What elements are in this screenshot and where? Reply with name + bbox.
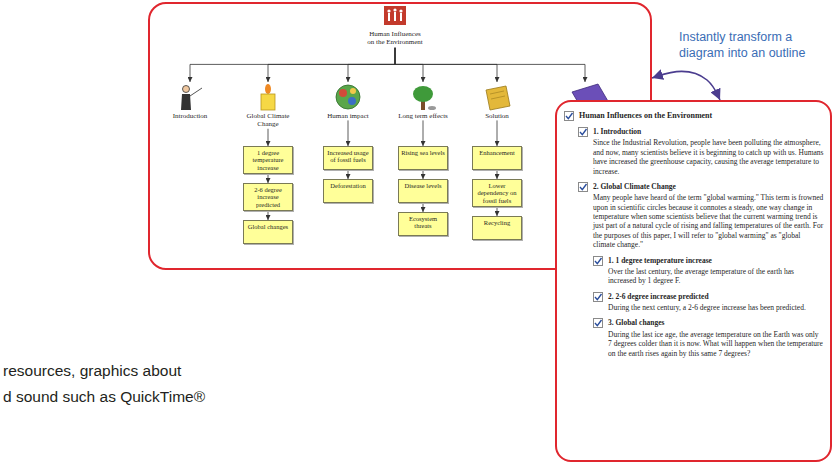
- presenter-icon: [181, 86, 202, 111]
- topic-label: Introduction: [164, 112, 216, 120]
- subtopic-box: Increased usage of fossil fuels: [323, 146, 373, 170]
- topic-icon: Global Climate Change: [242, 82, 294, 129]
- outline-title: Human Influences on the Environment: [579, 111, 824, 121]
- tree-connector: [395, 48, 585, 82]
- topic-label: Global Climate Change: [242, 112, 294, 129]
- subtopic-text: Lower dependency on fossil fuels: [475, 182, 519, 204]
- subtopic-text: Rising sea levels: [401, 149, 445, 156]
- checkbox: [593, 318, 603, 328]
- subtopic-text: 1 degree temperature increase: [246, 149, 290, 171]
- subtopic-box: Recycling: [472, 216, 522, 240]
- subtopic-text: Disease levels: [401, 182, 445, 189]
- tree-connector: [348, 48, 395, 82]
- outline-heading: 3. Global changes: [608, 318, 824, 327]
- outline-body: During the last ice age, the average tem…: [608, 330, 824, 358]
- subtopic-text: Global changes: [246, 223, 290, 230]
- tree-connector: [348, 120, 349, 146]
- outline-heading: 2. Global Climate Change: [593, 182, 824, 191]
- subtopic-box: Disease levels: [398, 179, 448, 203]
- page-text: d sound such as QuickTime®: [3, 388, 205, 407]
- page-text: resources, graphics about: [3, 362, 181, 381]
- subtopic-text: Increased usage of fossil fuels: [326, 149, 370, 164]
- outline-heading: 2. 2-6 degree increase predicted: [608, 292, 824, 301]
- root-label: Human Influences on the Environment: [366, 30, 424, 47]
- topic-icon: Human impact: [322, 82, 374, 120]
- checkbox: [564, 111, 574, 121]
- checkbox: [578, 182, 588, 192]
- tree-connector: [395, 48, 497, 82]
- topic-icon: Long term effects: [397, 82, 449, 120]
- globe-icon: [336, 85, 360, 109]
- tree-connector: [423, 120, 424, 146]
- outline-body: Since the Industrial Revolution, people …: [593, 138, 824, 176]
- root-icon: [384, 6, 406, 25]
- tree-connector: [268, 129, 269, 146]
- book-icon: [486, 86, 510, 110]
- tree-connector: [423, 170, 424, 179]
- subtopic-text: 2-6 degree increase predicted: [246, 186, 290, 208]
- tree-connector: [497, 170, 498, 179]
- root-topic: Human Influences on the Environment: [366, 6, 424, 47]
- subtopic-text: Recycling: [475, 219, 519, 226]
- tree-connector: [395, 48, 423, 82]
- tree-connector: [497, 207, 498, 216]
- tree-connector: [268, 48, 395, 82]
- tree-connector: [423, 203, 424, 212]
- subtopic-box: Global changes: [243, 220, 293, 244]
- outline-body: Many people have heard of the term "glob…: [593, 193, 824, 249]
- subtopic-box: 2-6 degree increase predicted: [243, 183, 293, 211]
- outline-heading: 1. Introduction: [593, 127, 824, 136]
- checkbox: [593, 292, 603, 302]
- topic-label: Long term effects: [397, 112, 449, 120]
- subtopic-box: Lower dependency on fossil fuels: [472, 179, 522, 207]
- subtopic-box: Ecosystem threats: [398, 212, 448, 236]
- checkbox: [593, 256, 603, 266]
- topic-icon: Introduction: [164, 82, 216, 120]
- topic-label: Human impact: [322, 112, 374, 120]
- subtopic-box: Rising sea levels: [398, 146, 448, 170]
- outline-body: Over the last century, the average tempe…: [608, 267, 824, 286]
- subtopic-text: Ecosystem threats: [401, 215, 445, 230]
- outline-body: During the next century, a 2-6 degree in…: [608, 303, 824, 312]
- transform-arrow: [652, 71, 720, 100]
- subtopic-box: 1 degree temperature increase: [243, 146, 293, 174]
- outline-heading: 1. 1 degree temperature increase: [608, 256, 824, 265]
- checkbox: [578, 127, 588, 137]
- callout-text: Instantly transform a diagram into an ou…: [679, 30, 831, 61]
- subtopic-text: Enhancement: [475, 149, 519, 156]
- lamp-icon: [261, 84, 275, 110]
- topic-icon: Solution: [471, 82, 523, 120]
- tree-connector: [268, 174, 269, 183]
- subtopic-box: Enhancement: [472, 146, 522, 170]
- topic-label: Solution: [471, 112, 523, 120]
- tree-icon: [413, 86, 436, 110]
- tree-connector: [190, 48, 395, 82]
- subtopic-text: Deforestation: [326, 182, 370, 189]
- tree-connector: [497, 120, 498, 146]
- tree-connector: [268, 211, 269, 220]
- subtopic-box: Deforestation: [323, 179, 373, 203]
- tree-connector: [348, 170, 349, 179]
- outline-panel: Human Influences on the Environment 1. In…: [555, 100, 832, 462]
